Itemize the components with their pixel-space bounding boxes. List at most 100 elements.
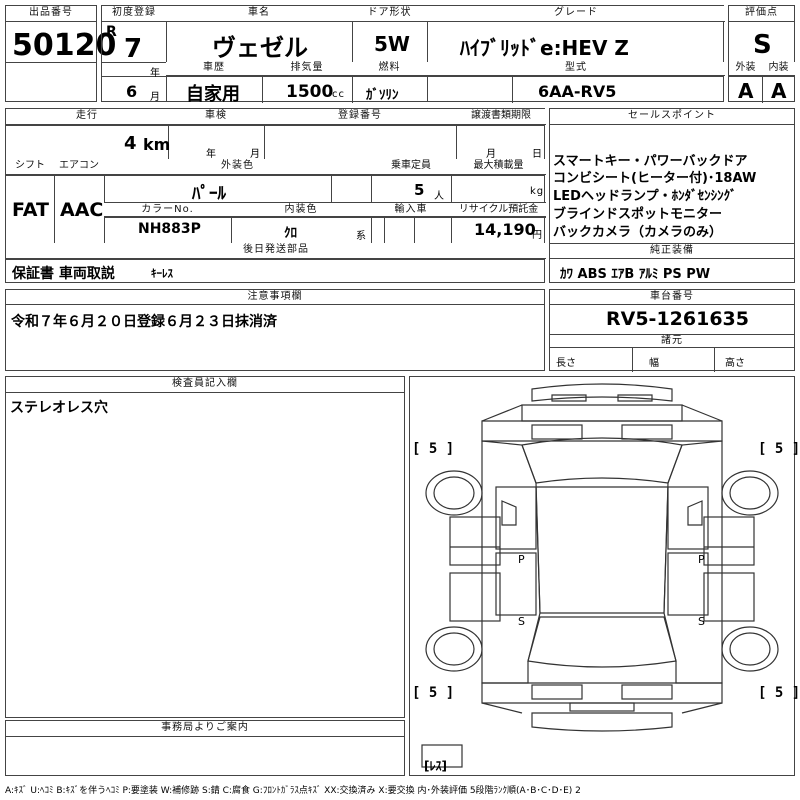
person-unit: 人 <box>434 191 445 202</box>
chassis-box: 車台番号 RV5-1261635 諸元 長さ 幅 高さ <box>549 289 795 372</box>
model-label: 型式 <box>427 62 725 76</box>
wheel-front-left <box>425 470 483 516</box>
body-left <box>481 440 541 684</box>
year-unit: 年 <box>150 68 161 79</box>
wheel-front-right <box>721 470 779 516</box>
car-name-label: 車名 <box>166 6 352 22</box>
interior-label: 内装 <box>762 62 795 76</box>
inspection-year-unit: 年 <box>206 149 217 160</box>
spec-label: 諸元 <box>550 334 794 348</box>
roof <box>535 486 669 614</box>
spare-tire: [ﾚｽ] <box>424 759 447 773</box>
legend: A:ｷｽﾞ U:ﾍｺﾐ B:ｷｽﾞを伴うﾍｺﾐ P:要塗装 W:補修跡 S:錆 … <box>5 786 581 796</box>
transfer-month-unit: 月 <box>486 149 497 160</box>
later-label: 後日発送部品 <box>6 243 546 259</box>
wheel-rear-right <box>721 626 779 672</box>
height-label: 高さ <box>725 358 745 369</box>
first-reg-label: 初度登録 <box>102 6 166 22</box>
later-items: 保証書 車両取説 <box>12 266 115 282</box>
inspection-label: 車検 <box>168 109 264 125</box>
office-box: 事務局よりご案内 <box>5 720 405 776</box>
ext-color-label: 外装色 <box>104 159 371 175</box>
mark-p-right: P <box>698 553 705 566</box>
month-unit: 月 <box>150 92 161 103</box>
mark-s-left: S <box>518 615 525 628</box>
tire-rear-left: [ 5 ] <box>412 685 455 701</box>
inspector-box: 検査員記入欄 ステレオレス穴 <box>5 376 405 718</box>
sales-point-2: コンビシート(ヒーター付)･18AW <box>553 171 757 186</box>
notes-label: 注意事項欄 <box>6 290 544 305</box>
chassis-number: RV5-1261635 <box>606 308 749 330</box>
grade-label: グレード <box>427 6 725 22</box>
width-label: 幅 <box>649 358 659 369</box>
length-label: 長さ <box>556 358 576 369</box>
int-color: ｸﾛ <box>284 226 297 241</box>
wheel-rear-left <box>425 626 483 672</box>
reg-year: 7 <box>124 34 143 64</box>
car-name: ヴェゼル <box>212 34 308 62</box>
car-diagram: P P S S <box>421 383 779 768</box>
sales-point-4: ブラインドスポットモニター <box>553 207 723 222</box>
recycle-label: リサイクル預託金 <box>451 202 546 217</box>
inspection-month-unit: 月 <box>250 149 261 160</box>
equipment: ｶﾜ ABS ｴｱB ｱﾙﾐ PS PW <box>560 267 711 282</box>
sales-point-3: LEDヘッドランプ・ﾎﾝﾀﾞｾﾝｼﾝｸﾞ <box>553 189 737 204</box>
ext-color: ﾊﾟｰﾙ <box>192 184 226 204</box>
ac-label: エアコン <box>54 159 104 175</box>
lot-number-box: 出品番号 50120 <box>5 5 116 102</box>
interior-grade: A <box>771 79 787 103</box>
history-label: 車歴 <box>166 62 262 76</box>
shift: FAT <box>12 199 49 221</box>
exterior-grade: A <box>738 79 754 103</box>
vehicle-details: 走行 車検 登録番号 譲渡書類期限 4 km 年 月 月 日 シフト エアコン … <box>5 108 546 283</box>
door-label: ドア形状 <box>352 6 427 22</box>
mileage: 4 <box>124 133 137 154</box>
rear-bumper <box>531 712 673 732</box>
fuel: ｶﾞｿﾘﾝ <box>366 88 399 103</box>
load-label: 最大積載量 <box>451 159 546 175</box>
lot-number: 50120 <box>12 28 117 63</box>
front-bumper <box>531 383 673 402</box>
transfer-label: 譲渡書類期限 <box>456 109 546 125</box>
inspector-text: ステレオレス穴 <box>10 400 108 416</box>
windshield <box>521 437 683 484</box>
office-label: 事務局よりご案内 <box>6 721 404 737</box>
equip-label: 純正装備 <box>550 243 794 259</box>
grade: ﾊｲﾌﾞﾘｯﾄﾞe:HEV Z <box>460 36 629 60</box>
sales-point-1: スマートキー・パワーバックドア <box>553 154 748 169</box>
reg-no-label: 登録番号 <box>264 109 456 125</box>
yen-unit: 円 <box>532 230 543 241</box>
displacement: 1500 <box>286 82 334 102</box>
car-diagram-box: P P S S [ 5 ] [ 5 ] [ 5 ] [ 5 ] [ﾚｽ] <box>409 376 800 776</box>
mileage-label: 走行 <box>6 109 168 125</box>
tire-rear-right: [ 5 ] <box>758 685 800 701</box>
displacement-label: 排気量 <box>262 62 352 76</box>
capacity: 5 <box>414 181 425 199</box>
tire-front-right: [ 5 ] <box>758 441 800 457</box>
kei-unit: 系 <box>356 231 367 242</box>
trunk <box>481 682 723 704</box>
color-no-label: カラーNo. <box>104 202 231 217</box>
mark-p-left: P <box>518 553 525 566</box>
model: 6AA-RV5 <box>538 82 617 101</box>
km-unit: km <box>143 135 171 154</box>
exterior-label: 外装 <box>729 62 762 76</box>
ac: AAC <box>60 199 104 221</box>
cc-unit: cc <box>332 89 345 100</box>
reg-month: 6 <box>126 82 138 101</box>
score-box: 評価点 S 外装 内装 A A <box>728 5 795 103</box>
vehicle-header: 初度登録 車名 ドア形状 グレード R 7 年 ヴェゼル 5W ﾊｲﾌﾞﾘｯﾄﾞ… <box>101 5 725 105</box>
import-label: 輸入車 <box>371 202 451 217</box>
body-right <box>663 440 723 684</box>
kg-unit: kg <box>530 186 545 197</box>
sales-points-box: セールスポイント スマートキー・パワーバックドア コンビシート(ヒーター付)･1… <box>549 108 795 283</box>
shift-label: シフト <box>6 159 54 175</box>
mark-s-right: S <box>698 615 705 628</box>
sales-label: セールスポイント <box>550 109 794 125</box>
color-no: NH883P <box>138 221 201 237</box>
fuel-label: 燃料 <box>352 62 427 76</box>
capacity-label: 乗車定員 <box>371 159 451 175</box>
recycle-fee: 14,190 <box>474 220 536 239</box>
inspector-label: 検査員記入欄 <box>6 377 404 393</box>
score-label: 評価点 <box>729 6 794 22</box>
